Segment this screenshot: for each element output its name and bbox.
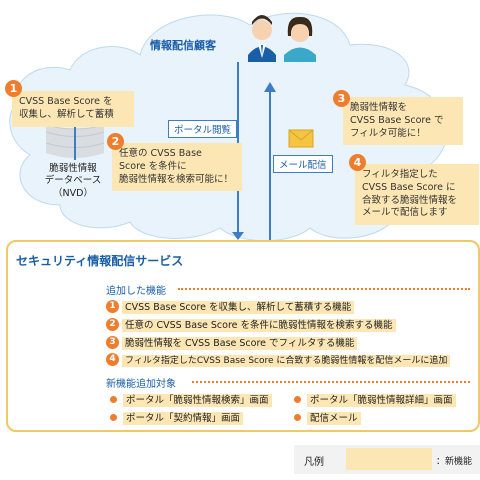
features-divider xyxy=(178,288,470,290)
target-text: ポータル「脆弱性情報検索」画面 xyxy=(123,394,272,407)
step-3-badge: 3 xyxy=(333,90,350,107)
step-3-line: フィルタ可能に！ xyxy=(350,127,426,139)
person-icon xyxy=(284,16,316,62)
mail-icon xyxy=(288,129,314,148)
bullet-dot xyxy=(110,413,117,421)
target-text: ポータル「脆弱性情報詳細」画面 xyxy=(307,394,456,407)
step-4-box: フィルタ指定した CVSS Base Score に 合致する脆弱性情報を メー… xyxy=(355,164,479,226)
step-2-line: Score を条件に xyxy=(119,160,187,172)
feature-badge: 1 xyxy=(106,299,119,313)
target-text: ポータル「契約情報」画面 xyxy=(123,412,244,425)
features-title: 追加した機能 xyxy=(106,286,166,297)
target-text: 配信メール xyxy=(307,412,361,425)
step-4-line: CVSS Base Score に xyxy=(362,181,456,193)
step-4-badge: 4 xyxy=(349,154,366,171)
portal-tag: ポータル閲覧 xyxy=(168,120,238,138)
targets-title: 新機能追加対象 xyxy=(106,379,176,390)
step-4-line: フィルタ指定した xyxy=(362,169,438,180)
step-2-line: 任意の CVSS Base xyxy=(119,148,202,159)
target-item: ポータル「脆弱性情報詳細」画面 xyxy=(294,392,456,407)
step-1-line: CVSS Base Score を xyxy=(19,96,113,107)
feature-badge: 2 xyxy=(106,317,119,331)
step-2-line: 脆弱性情報を検索可能に！ xyxy=(119,173,234,185)
step-2-box: 任意の CVSS Base Score を条件に 脆弱性情報を検索可能に！ xyxy=(112,143,242,192)
nvd-label: 脆弱性情報 データベース （NVD） xyxy=(38,163,108,200)
nvd-line-1: 脆弱性情報 xyxy=(49,163,97,174)
legend-swatch xyxy=(346,448,432,470)
step-1-box: CVSS Base Score を 収集し、解析して蓄積 xyxy=(12,91,134,127)
step-3-line: 脆弱性情報を xyxy=(350,102,408,113)
feature-text: CVSS Base Score を収集し、解析して蓄積する機能 xyxy=(122,301,355,314)
target-item: 配信メール xyxy=(294,410,361,425)
service-title: セキュリティ情報配信サービス xyxy=(16,254,184,268)
step-4-line: 合致する脆弱性情報を xyxy=(362,194,458,206)
step-1-line: 収集し、解析して蓄積 xyxy=(19,108,114,120)
mail-tag: メール配信 xyxy=(273,155,333,173)
feature-text: 脆弱性情報を CVSS Base Score でフィルタする機能 xyxy=(122,337,358,350)
target-item: ポータル「契約情報」画面 xyxy=(110,410,244,425)
legend: 凡例 ：新機能 xyxy=(294,445,480,474)
legend-title: 凡例 xyxy=(304,457,324,468)
nvd-line-2: データベース xyxy=(44,175,102,187)
arrow-service-to-customer-mail xyxy=(264,82,276,240)
nvd-line-3: （NVD） xyxy=(53,187,93,199)
step-3-box: 脆弱性情報を CVSS Base Score で フィルタ可能に！ xyxy=(343,97,463,146)
step-2-badge: 2 xyxy=(107,133,124,150)
feature-text: フィルタ指定したCVSS Base Score に合致する脆弱性情報を配信メール… xyxy=(122,355,451,367)
bullet-dot xyxy=(294,395,301,403)
feature-text: 任意の CVSS Base Score を条件に脆弱性情報を検索する機能 xyxy=(122,319,396,332)
step-1-badge: 1 xyxy=(5,80,22,97)
step-4-line: メールで配信します xyxy=(362,207,448,219)
bullet-dot xyxy=(294,413,301,421)
feature-badge: 3 xyxy=(106,335,119,349)
bullet-dot xyxy=(110,395,117,403)
step-3-line: CVSS Base Score で xyxy=(350,114,444,126)
person-icon xyxy=(248,15,276,62)
legend-text: ：新機能 xyxy=(436,457,473,467)
feature-badge: 4 xyxy=(106,353,119,366)
target-item: ポータル「脆弱性情報検索」画面 xyxy=(110,392,272,407)
targets-divider xyxy=(192,381,470,383)
customer-label: 情報配信顧客 xyxy=(150,39,216,52)
